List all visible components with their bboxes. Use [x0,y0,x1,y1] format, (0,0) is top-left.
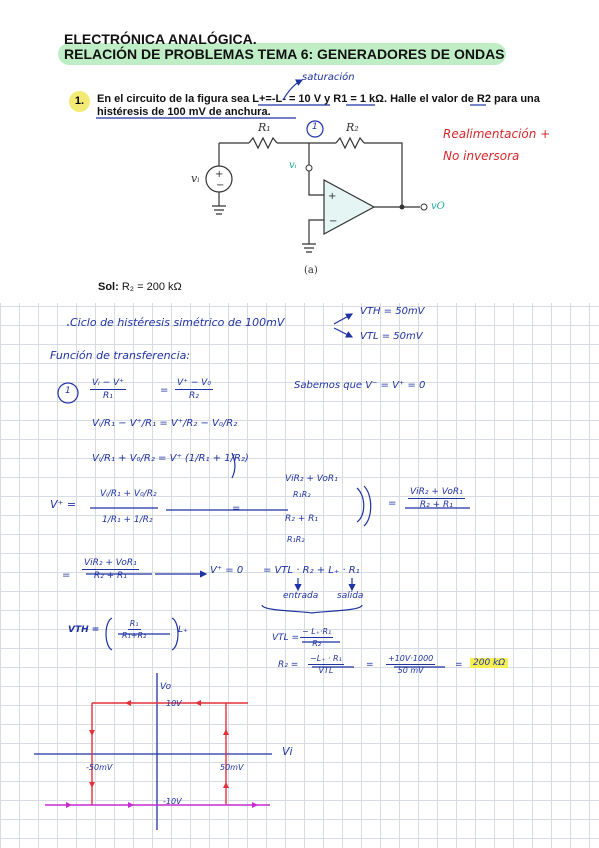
vth-num: R₁ [127,619,141,630]
eq4-equals: = [232,503,241,514]
graph-x-label: Vi [282,745,293,758]
eq3: Vᵢ/R₁ + V₀/R₂ = V⁺ (1/R₁ + 1/R₂) [92,453,249,464]
vth-tail: L₊ [178,625,188,635]
r2-num-1: −L₊ · R₁ [308,654,344,665]
eq1-right-den: R₂ [189,391,199,401]
r2-eq-1: = [366,660,374,670]
figure-caption: (a) [304,265,318,276]
solution-value: R₂ = 200 kΩ [121,281,182,293]
vth-fraction: R₁ R₁+R₂ [120,619,148,640]
ground-symbol-1 [212,205,226,215]
result-den-2: R₂ + R₁ [93,571,127,581]
node-mark-label: 1 [312,122,318,132]
result-den-1: R₂ + R₁ [419,500,453,510]
node-circle-note [57,382,79,404]
note-entrada: entrada [283,591,319,601]
note-realimentacion: Realimentación + [443,127,551,141]
problem-number: 1. [69,91,90,112]
problem-card: ELECTRÓNICA ANALÓGICA. RELACIÓN DE PROBL… [0,0,599,303]
solution-label: Sol: [98,281,119,293]
eq2: Vᵢ/R₁ − V⁺/R₁ = V⁺/R₂ − V₀/R₂ [92,418,238,429]
label-r2: R₂ [346,121,359,134]
label-vi-node: vᵢ [289,160,297,171]
statement-underlines [96,79,486,119]
r2-num-2: +10V·1000 [386,654,436,665]
graph-y-label: Vo [160,682,172,692]
note-no-inversora: No inversora [443,149,520,163]
note-vtl: VTL = 50mV [360,331,423,342]
eq1-left-den: R₁ [103,391,113,401]
vtl2-den: R₂ [312,639,321,648]
note-ciclo: Ciclo de histéresis simétrico de 100mV [70,316,285,329]
opamp-minus-sign: − [329,216,337,227]
note-saturacion: saturación [302,72,355,83]
note-funcion: Función de transferencia: [50,349,191,362]
r2-eq-2: = [455,660,463,670]
result-num-1: ViR₂ + VoR₁ [408,487,465,499]
r2-fraction-1: −L₊ · R₁ VTL [308,654,344,675]
note-salida: salida [337,591,364,601]
graph-right-threshold: 50mV [220,763,244,772]
sheet-title: RELACIÓN DE PROBLEMAS TEMA 6: GENERADORE… [64,46,505,62]
eq6-equals: = [62,570,71,581]
title-highlight [58,43,506,65]
note-sabemos: Sabemos que V⁻ = V⁺ = 0 [294,380,426,391]
r2-den-1: VTL [318,666,334,675]
eq5-equals: = [388,498,397,509]
graph-bottom-level: -10V [163,797,182,806]
arrow-condition: V⁺ = 0 [210,565,244,576]
r2-den-2: 50 mV [397,666,424,675]
resistor-r2 [335,136,365,150]
vtl2-label: VTL = [272,633,300,643]
r2-label: R₂ = [278,660,299,670]
label-r1: R₁ [258,121,271,134]
graph-left-threshold: -50mV [86,763,113,772]
vplus-label: V⁺ = [50,498,77,511]
op-amp [323,178,376,236]
vth-label: VTH = [68,625,100,635]
vtl2-fraction: − L₊·R₁ R₂ [300,627,334,648]
big-fraction-den: 1/R₁ + 1/R₂ [102,515,153,525]
eq1-left: Vᵢ − V⁺ R₁ [90,378,126,401]
eq1-right-num: V⁺ − V₀ [175,378,213,390]
graph-top-level: 10V [166,699,182,708]
resistor-r1 [248,136,278,150]
mid-num-den: R₁R₂ [293,490,311,499]
vtl-expression: = VTL · R₂ + L₊ · R₁ [263,565,360,576]
problem-statement: En el circuito de la figura sea L+=-L- =… [97,93,540,118]
node-circle-label: 1 [65,386,71,396]
vth-den: R₁+R₂ [122,631,147,640]
solution: Sol: R₂ = 200 kΩ [98,281,182,293]
eq1-left-num: Vᵢ − V⁺ [90,378,126,390]
result-num-2: ViR₂ + VoR₁ [82,558,139,570]
mid-num: ViR₂ + VoR₁ [285,474,338,484]
vtl2-num: − L₊·R₁ [300,627,334,638]
opamp-plus-sign: + [328,191,336,202]
ground-symbol-2 [302,243,316,253]
big-fraction-num: Vᵢ/R₁ + V₀/R₂ [100,489,157,499]
result-fraction-2: ViR₂ + VoR₁ R₂ + R₁ [82,558,139,581]
eq1-equals: = [160,385,169,396]
hysteresis-graph [34,673,272,830]
final-result: 200 kΩ [470,658,509,668]
r2-fraction-2: +10V·1000 50 mV [386,654,436,675]
node-mark-circle [306,120,324,138]
mid-den: R₂ + R₁ [285,514,318,524]
note-vth: VTH = 50mV [360,306,425,317]
circuit-diagram [205,136,420,253]
course-title: ELECTRÓNICA ANALÓGICA. [64,31,257,47]
label-vo: vO [431,201,445,212]
source-plus-sign: + [215,169,223,180]
mid-den-den: R₁R₂ [287,535,305,544]
label-vi-source: vᵢ [191,172,200,185]
source-minus-sign: − [216,180,224,191]
eq1-right: V⁺ − V₀ R₂ [175,378,213,401]
result-fraction-1: ViR₂ + VoR₁ R₂ + R₁ [408,487,465,510]
